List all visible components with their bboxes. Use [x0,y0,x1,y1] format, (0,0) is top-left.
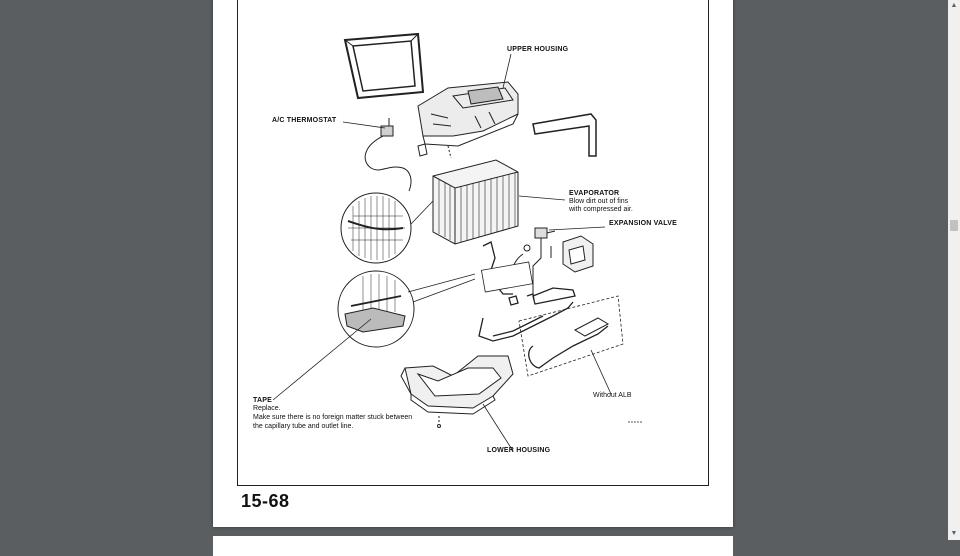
vertical-scrollbar[interactable]: ▲ ▼ [948,0,960,540]
lower-housing-part [400,355,514,428]
label-ac-thermostat: A/C THERMOSTAT [272,117,337,124]
right-seal-part [532,113,597,157]
fin-detail-circle [340,192,434,264]
label-tape-note-1: Replace. [253,405,281,412]
tape-detail-circle [337,270,476,348]
label-lower-housing: LOWER HOUSING [487,447,551,454]
page-frame [237,0,709,486]
label-without-alb: Without ALB [593,392,632,399]
upper-housing-part [417,81,519,159]
callout-lines [272,53,612,452]
valve-detail-box [480,261,534,293]
clip-part [417,143,428,157]
label-evaporator: EVAPORATOR [569,190,620,197]
scroll-down-arrow-icon[interactable]: ▼ [950,530,958,537]
next-page-edge [213,536,733,556]
label-upper-housing: UPPER HOUSING [507,46,569,53]
label-expansion-valve: EXPANSION VALVE [609,220,677,227]
label-tape: TAPE [253,397,272,404]
label-tape-note-3: the capillary tube and outlet line. [253,423,354,430]
refrigerant-lines-part [478,241,576,342]
evaporator-part [432,159,519,245]
label-evaporator-note-2: with compressed air. [569,206,633,213]
upper-seal-part [343,32,425,100]
page-number: 15-68 [241,491,290,511]
ac-thermostat-part [364,118,412,192]
label-tape-note-2: Make sure there is no foreign matter stu… [253,414,413,421]
document-page: UPPER HOUSING A/C THERMOSTAT EVAPORATOR … [213,0,733,527]
bracket-part [562,235,594,273]
scroll-up-arrow-icon[interactable]: ▲ [950,2,958,9]
scroll-thumb[interactable] [950,220,958,231]
document-viewer: UPPER HOUSING A/C THERMOSTAT EVAPORATOR … [213,0,733,556]
without-alb-lines-part [518,295,624,377]
label-evaporator-note-1: Blow dirt out of fins [569,198,629,205]
evaporator-exploded-diagram [272,32,643,452]
